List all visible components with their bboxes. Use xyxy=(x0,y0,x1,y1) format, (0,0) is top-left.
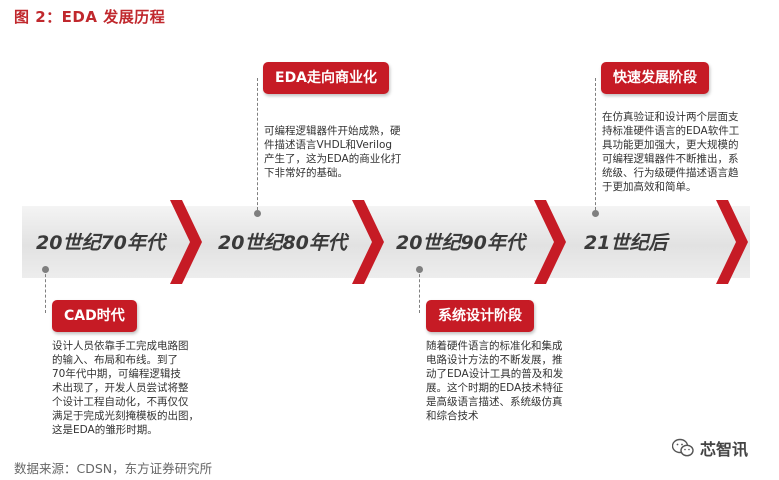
stage-label-system-design: 系统设计阶段 xyxy=(426,300,534,332)
connector-dot xyxy=(42,266,49,273)
connector-line xyxy=(595,78,596,215)
chevron-arrow-icon xyxy=(534,200,566,284)
connector-dot xyxy=(254,210,261,217)
stage-label-rapid-growth: 快速发展阶段 xyxy=(601,62,709,94)
connector-line xyxy=(419,269,420,313)
stage-description-system-design: 随着硬件语言的标准化和集成 电路设计方法的不断发展，推 动了EDA设计工具的普及… xyxy=(426,340,564,422)
era-label-80s: 20世纪80年代 xyxy=(218,232,347,254)
stage-label-eda-commercialization: EDA走向商业化 xyxy=(263,62,390,94)
chevron-arrow-icon xyxy=(352,200,384,284)
chevron-arrow-icon xyxy=(170,200,202,284)
stage-description-rapid-growth: 在仿真验证和设计两个层面支 持标准硬件语言的EDA软件工 具功能更加强大，更大规… xyxy=(602,111,740,193)
era-label-70s: 20世纪70年代 xyxy=(36,232,165,254)
wechat-logo-icon xyxy=(672,438,694,457)
source-note: 数据来源：CDSN，东方证券研究所 xyxy=(14,461,213,476)
stage-description-cad-era: 设计人员依靠手工完成电路图 的输入、布局和布线。到了 70年代中期，可编程逻辑技… xyxy=(52,340,199,436)
stage-description-eda-commercialization: 可编程逻辑器件开始成熟，硬 件描述语言VHDL和Verilog 产生了，这为ED… xyxy=(264,125,402,179)
connector-line xyxy=(45,269,46,313)
connector-line xyxy=(257,78,258,215)
era-label-90s: 20世纪90年代 xyxy=(396,232,525,254)
figure-title: 图 2：EDA 发展历程 xyxy=(14,8,166,26)
brand-watermark: 芯智讯 xyxy=(672,436,748,460)
connector-dot xyxy=(592,210,599,217)
chevron-arrow-icon xyxy=(716,200,748,284)
era-label-21c: 21世纪后 xyxy=(584,232,668,254)
brand-name: 芯智讯 xyxy=(700,440,749,459)
stage-label-cad-era: CAD时代 xyxy=(52,300,137,332)
timeline-band xyxy=(22,206,750,278)
connector-dot xyxy=(416,266,423,273)
